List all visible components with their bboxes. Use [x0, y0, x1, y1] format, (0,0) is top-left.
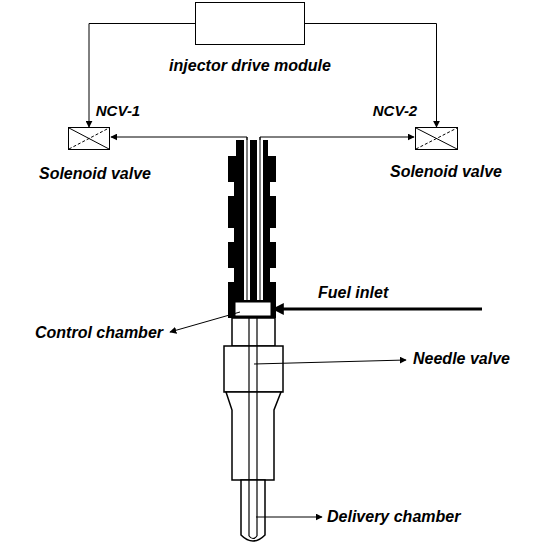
solenoid-valve: NCV-2Solenoid valve [370, 100, 503, 181]
module-box: injector drive module [160, 2, 331, 75]
fuel-inlet-arrow [273, 308, 482, 311]
part-label: Needle valve [413, 350, 510, 368]
control-lines [111, 137, 414, 140]
valve-symbol [415, 127, 458, 150]
needle-valve [249, 318, 257, 539]
node-label: injector drive module [169, 57, 331, 75]
part-label: Fuel inlet [318, 284, 388, 302]
valve-cross [69, 128, 109, 149]
node-label: Solenoid valve [39, 165, 151, 183]
module-outline [195, 2, 305, 45]
injector-upper-body [228, 137, 276, 318]
injector-body [224, 318, 283, 541]
leader-lines [170, 312, 406, 517]
solenoid-valve: NCV-1Solenoid valve [10, 100, 152, 183]
valve-cross [416, 128, 457, 149]
signal-line [305, 24, 437, 128]
valve-tag: NCV-2 [373, 102, 417, 120]
valve-tag: NCV-1 [96, 102, 140, 120]
part-label: Control chamber [35, 324, 163, 342]
node-label: Solenoid valve [390, 163, 502, 181]
signal-line [89, 24, 195, 128]
valve-symbol [68, 127, 110, 150]
part-label: Delivery chamber [327, 508, 460, 526]
